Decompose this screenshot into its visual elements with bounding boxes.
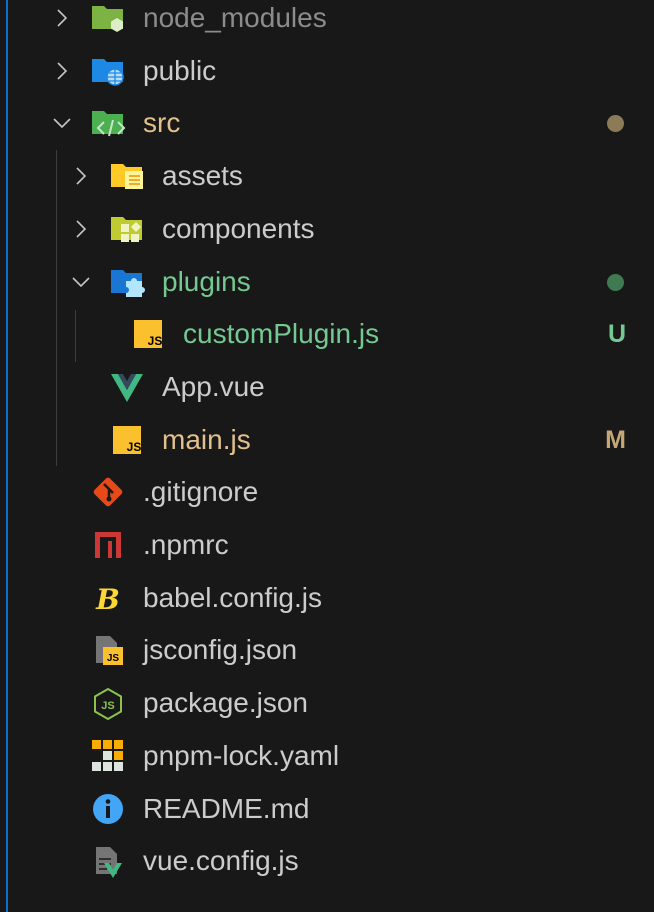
npm-icon: [90, 527, 126, 563]
file-item-package-json[interactable]: JS package.json: [0, 677, 654, 730]
plugins-folder-icon: [109, 264, 145, 300]
chevron-right-icon[interactable]: [71, 219, 91, 239]
item-label: vue.config.js: [143, 845, 299, 877]
item-label: main.js: [162, 423, 251, 455]
folder-item-src[interactable]: src: [0, 97, 654, 150]
item-label: assets: [162, 160, 243, 192]
git-status-dot: [607, 273, 624, 291]
folder-item-components[interactable]: components: [0, 203, 654, 256]
file-item-customplugin-js[interactable]: JS customPlugin.js U: [0, 308, 654, 361]
item-label: .npmrc: [143, 529, 229, 560]
explorer-focus-border: [6, 0, 8, 912]
javascript-icon: JS: [130, 316, 166, 352]
info-icon: [90, 791, 126, 827]
chevron-right-icon[interactable]: [52, 61, 72, 81]
file-item-pnpm-lock-yaml[interactable]: pnpm-lock.yaml: [0, 730, 654, 783]
item-label: package.json: [143, 687, 309, 719]
chevron-down-icon[interactable]: [52, 113, 72, 133]
file-item-npmrc[interactable]: .npmrc: [0, 519, 654, 572]
git-status-badge: U: [607, 320, 626, 349]
javascript-icon: JS: [109, 422, 145, 458]
item-label: babel.config.js: [143, 581, 323, 613]
folder-item-plugins[interactable]: plugins: [0, 256, 654, 309]
git-status-dot: [607, 115, 624, 133]
assets-folder-icon: [109, 158, 145, 194]
babel-icon: B: [90, 580, 126, 616]
chevron-right-icon[interactable]: [71, 166, 91, 186]
file-item-jsconfig-json[interactable]: JS jsconfig.json: [0, 624, 654, 677]
chevron-down-icon[interactable]: [71, 272, 91, 292]
item-label: App.vue: [162, 370, 265, 402]
item-label: README.md: [143, 792, 310, 824]
chevron-right-icon[interactable]: [52, 8, 72, 28]
folder-item-public[interactable]: public: [0, 45, 654, 98]
item-label: public: [143, 54, 217, 86]
svg-text:JS: JS: [127, 440, 142, 454]
git-status-badge: M: [605, 425, 626, 454]
nodejs-icon: JS: [90, 685, 126, 721]
item-label: .gitignore: [143, 476, 259, 508]
vue-icon: [109, 369, 145, 405]
item-label: src: [143, 107, 181, 139]
vue-config-icon: [90, 843, 126, 879]
git-icon: [90, 474, 126, 510]
item-label: customPlugin.js: [183, 318, 380, 350]
folder-item-assets[interactable]: assets: [0, 150, 654, 203]
svg-text:JS: JS: [148, 334, 163, 348]
svg-text:JS: JS: [101, 700, 114, 712]
svg-text:B: B: [95, 583, 120, 616]
indent-guide: [75, 310, 76, 362]
components-folder-icon: [109, 211, 145, 247]
public-folder-icon: [90, 53, 126, 89]
svg-text:JS: JS: [107, 653, 120, 664]
indent-guide: [56, 150, 57, 466]
item-label: components: [162, 212, 315, 244]
file-item-app-vue[interactable]: App.vue: [0, 361, 654, 414]
file-item-readme-md[interactable]: README.md: [0, 783, 654, 836]
item-label: jsconfig.json: [143, 634, 298, 666]
node-modules-folder-icon: [90, 0, 126, 36]
item-label: pnpm-lock.yaml: [143, 739, 340, 771]
folder-item-node-modules[interactable]: node_modules: [0, 0, 654, 45]
file-item-main-js[interactable]: JS main.js M: [0, 414, 654, 467]
item-label: plugins: [162, 265, 251, 297]
file-item-vue-config-js[interactable]: vue.config.js: [0, 835, 654, 888]
jsconfig-icon: JS: [90, 632, 126, 668]
src-folder-icon: [90, 105, 126, 141]
item-label: node_modules: [143, 2, 327, 33]
file-item-gitignore[interactable]: .gitignore: [0, 466, 654, 519]
pnpm-icon: [90, 738, 126, 774]
